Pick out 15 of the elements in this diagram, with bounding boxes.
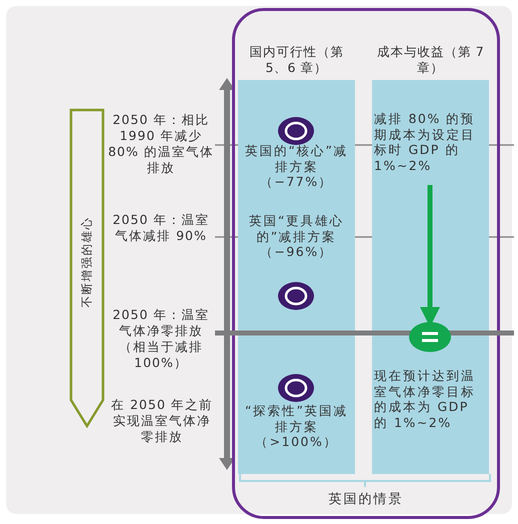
column-heading: 国内可行性（第 5、6 章） (248, 44, 345, 76)
target-label: 2050 年：温室气体净零排放（相当于减排 100%） (112, 307, 210, 371)
target-label: 在 2050 年之前实现温室气体净零排放 (110, 397, 214, 445)
scenario-group (232, 8, 500, 519)
target-label: 2050 年：温室气体减排 90% (112, 212, 210, 244)
cost-text: 减排 80% 的预期成本为设定目标时 GDP 的 1%~2% (374, 111, 487, 173)
scenario-text: 现在预计达到温室气体净零目标的成本为 GDP 的 1%~2% (374, 368, 476, 430)
group-title: 英国的情景 (328, 491, 404, 508)
target-label: 2050 年：相比 1990 年减少 80% 的温室气体排放 (108, 112, 214, 176)
ambition-text: 不断增强的雄心 (80, 216, 94, 308)
column-heading: 成本与收益（第 7 章） (376, 44, 485, 76)
scenario-text: “探索性”英国减排方案（>100%） (244, 403, 349, 450)
equals-circle (409, 322, 451, 352)
scenario-text: 英国“更具雄心的”减排方案（−96%） (248, 213, 345, 260)
scenario-text: 英国的“核心”减排方案（−77%） (244, 143, 349, 190)
